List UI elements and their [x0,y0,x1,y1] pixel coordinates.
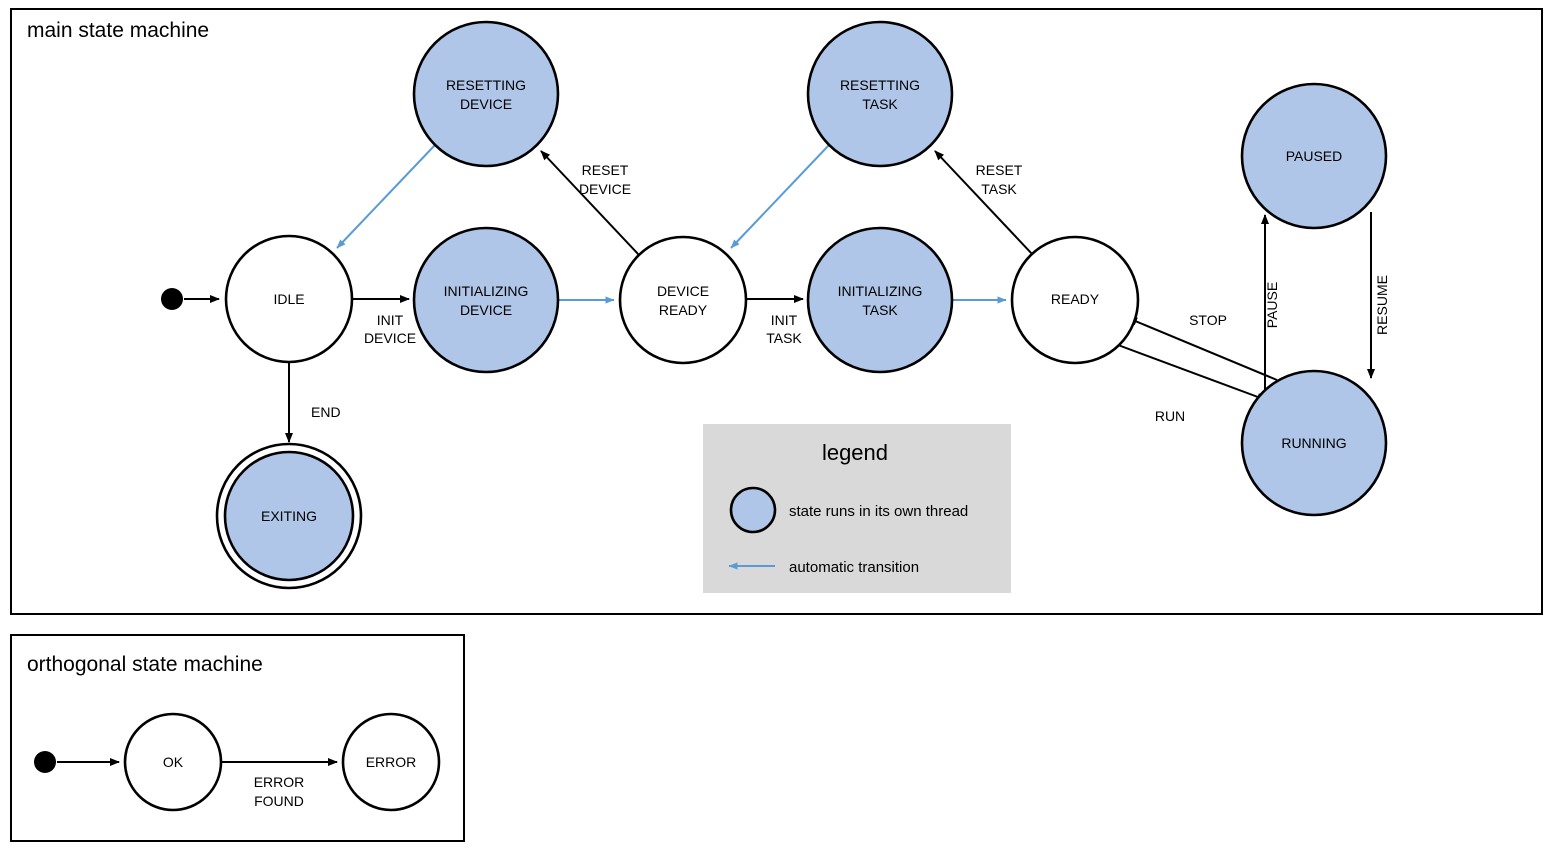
state-node-error[interactable]: ERROR [341,712,441,812]
edge-label-end: END [311,404,341,420]
state-node-exiting[interactable]: EXITING [215,442,363,590]
state-label-exiting: EXITING [261,508,317,524]
state-label-initializing-task-line2: TASK [862,302,898,318]
state-node-initializing-task[interactable]: INITIALIZING TASK [806,226,954,374]
state-label-ok: OK [163,754,184,770]
state-node-ready[interactable]: READY [1010,235,1140,365]
edge-label-reset-device-line2: DEVICE [579,181,631,197]
state-label-initializing-task-line1: INITIALIZING [838,283,923,299]
transition-paused-running: RESUME [1367,212,1390,379]
legend-title: legend [822,440,888,465]
legend-item-auto-label: automatic transition [789,559,919,576]
state-node-running[interactable]: RUNNING [1240,369,1388,517]
exiting-outer-ring [215,442,363,590]
state-label-initializing-device-line2: DEVICE [460,302,512,318]
edge-label-reset-task-line1: RESET [976,162,1023,178]
state-label-running: RUNNING [1281,435,1346,451]
edge-label-stop: STOP [1189,312,1227,328]
transition-idle-initializing-device: INIT DEVICE [352,295,416,346]
state-label-paused: PAUSED [1286,148,1343,164]
edge-label-init-device-line1: INIT [377,312,404,328]
state-node-initializing-device[interactable]: INITIALIZING DEVICE [412,226,560,374]
state-label-resetting-task-line1: RESETTING [840,77,920,93]
edge-label-reset-task-line2: TASK [981,181,1017,197]
state-label-resetting-device-line2: DEVICE [460,96,512,112]
state-node-idle[interactable]: IDLE [224,234,354,364]
state-label-resetting-task-line2: TASK [862,96,898,112]
state-label-error: ERROR [366,754,417,770]
state-node-resetting-task[interactable]: RESETTING TASK [806,20,954,168]
edge-label-resume: RESUME [1374,275,1390,335]
state-label-resetting-device-line1: RESETTING [446,77,526,93]
transition-running-ready: STOP [1127,312,1278,381]
transition-running-paused: PAUSE [1261,214,1280,390]
transition-ready-running: RUN [1117,344,1267,424]
transition-ready-resetting-task: RESET TASK [934,150,1034,256]
edge-label-error-found-line2: FOUND [254,793,304,809]
edge-label-init-task-line1: INIT [771,312,798,328]
state-node-ok[interactable]: OK [123,712,223,812]
state-label-device-ready-line2: READY [659,302,708,318]
orthogonal-frame-title: orthogonal state machine [27,653,263,676]
legend-thread-circle-swatch [729,486,777,534]
legend-item-thread-label: state runs in its own thread [789,503,968,520]
transition-device-ready-resetting-device: RESET DEVICE [540,150,640,256]
transition-resetting-device-idle [336,144,436,249]
edge-label-error-found-line1: ERROR [254,774,305,790]
edge-label-reset-device-line1: RESET [582,162,629,178]
edge-label-pause: PAUSE [1264,282,1280,328]
transition-resetting-task-device-ready [730,144,830,249]
state-label-initializing-device-line1: INITIALIZING [444,283,529,299]
legend: legend state runs in its own thread auto… [703,424,1011,593]
transition-ok-error: ERROR FOUND [221,758,338,809]
edge-label-run: RUN [1155,408,1185,424]
transition-idle-exiting: END [285,362,341,443]
state-label-ready: READY [1051,291,1100,307]
orthogonal-initial-state-dot [34,751,56,773]
state-label-idle: IDLE [273,291,304,307]
edge-label-init-device-line2: DEVICE [364,330,416,346]
transition-device-ready-initializing-task: INIT TASK [746,295,804,346]
state-node-device-ready[interactable]: DEVICE READY [618,235,748,365]
state-label-device-ready-line1: DEVICE [657,283,709,299]
edge-label-init-task-line2: TASK [766,330,802,346]
main-frame-title: main state machine [27,19,209,42]
main-initial-state-dot [161,288,183,310]
state-node-paused[interactable]: PAUSED [1240,82,1388,230]
state-node-resetting-device[interactable]: RESETTING DEVICE [412,20,560,168]
